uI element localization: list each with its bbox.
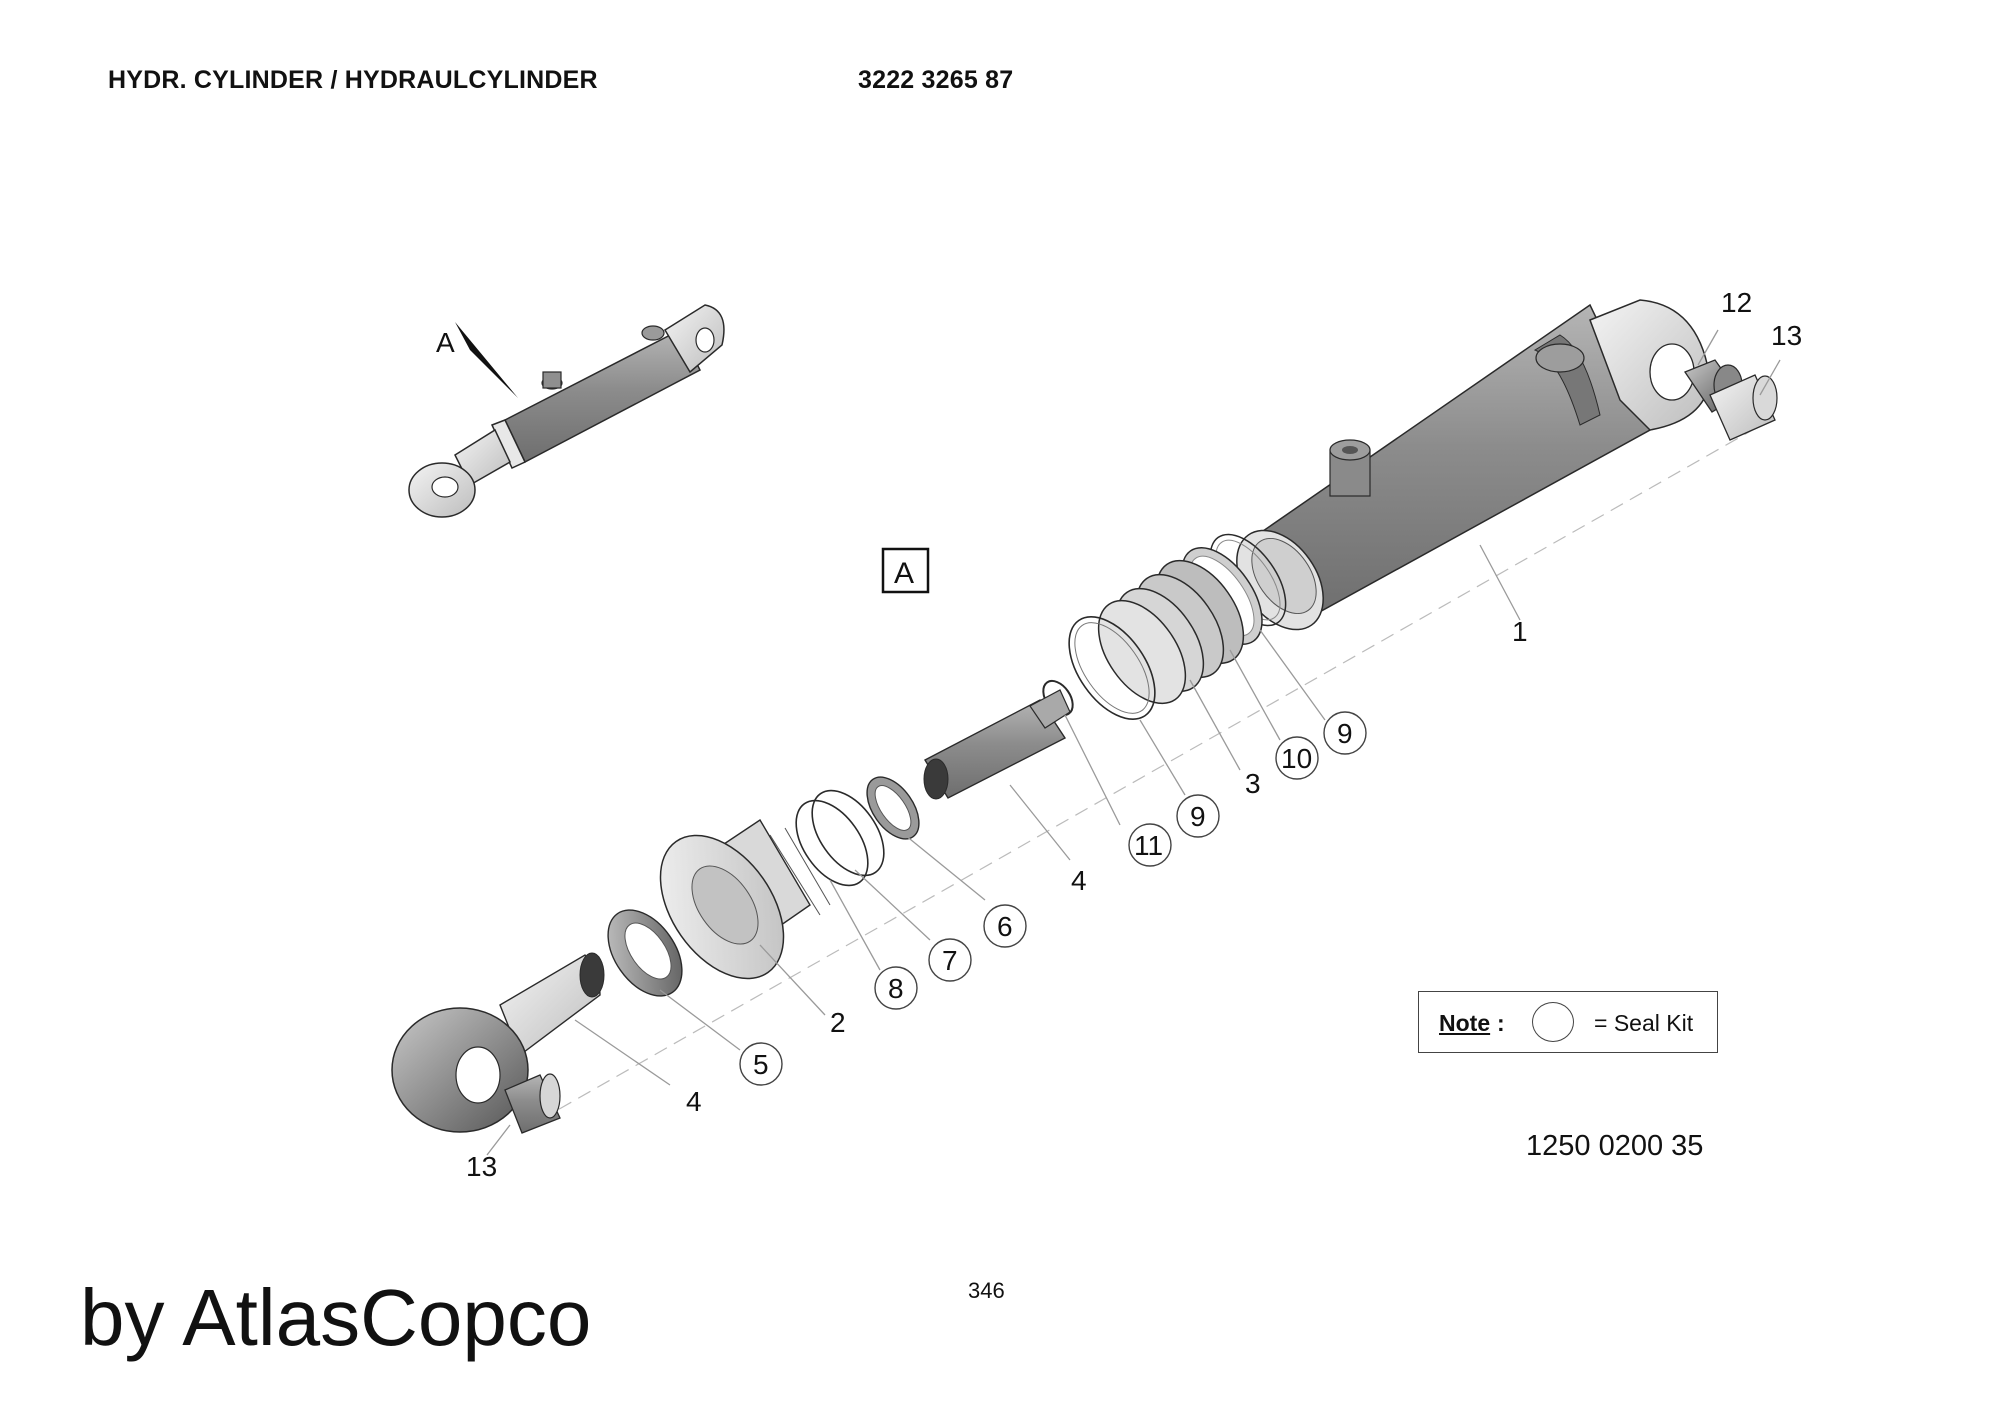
callout-2: 2 xyxy=(830,1007,846,1038)
note-label: Note xyxy=(1439,1010,1491,1036)
seal-kit-callouts xyxy=(739,711,1367,1086)
callout-circle-8 xyxy=(874,966,918,1010)
callout-4-rod-eye: 4 xyxy=(686,1086,702,1117)
note-legend-text: = Seal Kit xyxy=(1594,1010,1694,1036)
callout-1: 1 xyxy=(1512,616,1528,647)
detail-box xyxy=(881,547,930,594)
view-arrow-icon xyxy=(455,322,518,398)
detail-box-label: A xyxy=(894,557,914,590)
callout-circle-9-lower xyxy=(1176,794,1220,838)
callout-9-upper: 9 xyxy=(1337,718,1353,749)
header-part-number: 3222 3265 87 xyxy=(858,66,1014,94)
part-5-wiper xyxy=(607,909,683,997)
callout-circle-10 xyxy=(1275,736,1319,780)
callout-12: 12 xyxy=(1721,287,1752,318)
assembly-overview: A xyxy=(408,304,725,518)
part-1-cylinder-body xyxy=(1236,299,1711,631)
callout-13-top: 13 xyxy=(1771,320,1802,351)
drawing-title: HYDR. CYLINDER / HYDRAULCYLINDER xyxy=(108,66,598,94)
seal-kit-legend: Note : = Seal Kit xyxy=(1418,991,1718,1053)
view-label-a: A xyxy=(436,327,455,358)
callout-9-lower: 9 xyxy=(1190,801,1206,832)
callout-7: 7 xyxy=(942,945,958,976)
drawing-number: 1250 0200 35 xyxy=(1526,1130,1704,1162)
watermark: by AtlasCopco xyxy=(80,1273,592,1362)
callout-3: 3 xyxy=(1245,768,1261,799)
callout-4-rod: 4 xyxy=(1071,865,1087,896)
part-8-o-ring xyxy=(795,799,869,887)
callout-6: 6 xyxy=(997,911,1013,942)
callout-circle-6 xyxy=(983,904,1027,948)
callout-13-bottom: 13 xyxy=(466,1151,497,1182)
part-3-piston xyxy=(1097,559,1245,705)
part-7-backup-ring xyxy=(811,789,885,877)
part-4-rod-eye xyxy=(391,952,605,1133)
callout-11: 11 xyxy=(1134,830,1163,861)
callout-circle-5 xyxy=(739,1042,783,1086)
callout-10: 10 xyxy=(1281,743,1312,774)
callout-8: 8 xyxy=(888,973,904,1004)
callout-5: 5 xyxy=(753,1049,769,1080)
part-9-seal-lower xyxy=(1068,616,1156,720)
centerline xyxy=(539,419,1771,1121)
part-2-cylinder-head xyxy=(659,819,831,980)
part-6-rod-seal xyxy=(866,776,920,840)
callout-circle-9-upper xyxy=(1323,711,1367,755)
callout-circle-7 xyxy=(928,938,972,982)
seal-kit-circle-icon xyxy=(1532,1002,1574,1042)
callout-circle-11 xyxy=(1128,823,1172,867)
part-13-pin-bottom xyxy=(504,1073,561,1134)
part-4-piston-rod xyxy=(923,689,1071,800)
note-colon: : xyxy=(1497,1010,1505,1036)
leader-lines xyxy=(486,329,1781,1156)
part-13-pin-top xyxy=(1709,374,1778,441)
page-number: 346 xyxy=(968,1278,1005,1303)
